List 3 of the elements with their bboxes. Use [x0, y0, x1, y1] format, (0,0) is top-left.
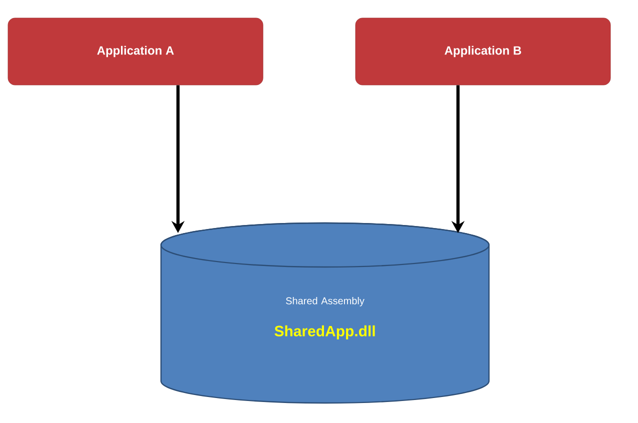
database-cylinder: Shared Assembly SharedApp.dll: [160, 222, 490, 404]
application-box: Application B: [355, 18, 611, 86]
application-box: Application A: [8, 18, 264, 86]
